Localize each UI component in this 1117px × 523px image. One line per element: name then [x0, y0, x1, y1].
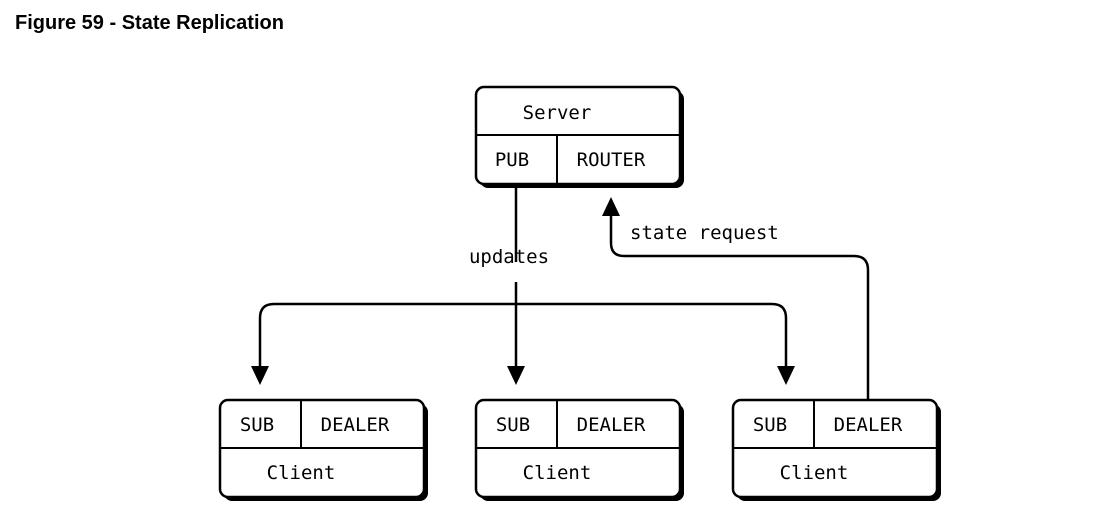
server-pub-socket: PUB — [495, 149, 529, 171]
client-box-3: SUB DEALER Client — [731, 398, 941, 501]
client-3-dealer-socket: DEALER — [834, 414, 903, 436]
client-2-sub-socket: SUB — [496, 414, 530, 436]
client-3-title: Client — [780, 462, 849, 484]
client-box-1: SUB DEALER Client — [218, 398, 428, 501]
server-router-socket: ROUTER — [577, 149, 646, 171]
client-2-dealer-socket: DEALER — [577, 414, 646, 436]
updates-label: updates — [469, 246, 549, 268]
state-request-label: state request — [630, 222, 779, 244]
state-request-line — [609, 214, 870, 400]
arrow-to-client-1 — [251, 366, 269, 385]
arrow-to-client-2 — [507, 366, 525, 385]
client-2-title: Client — [523, 462, 592, 484]
client-1-dealer-socket: DEALER — [321, 414, 390, 436]
server-box: Server PUB ROUTER — [474, 85, 684, 188]
client-1-sub-socket: SUB — [240, 414, 274, 436]
figure-title: Figure 59 - State Replication — [15, 12, 284, 34]
client-box-2: SUB DEALER Client — [474, 398, 684, 501]
server-title: Server — [523, 102, 592, 124]
client-3-sub-socket: SUB — [753, 414, 787, 436]
arrow-to-client-3 — [777, 366, 795, 385]
updates-fanout-line — [258, 302, 788, 368]
state-request-connector — [602, 197, 870, 400]
arrow-to-router — [602, 197, 620, 216]
client-1-title: Client — [267, 462, 336, 484]
updates-connector — [251, 184, 795, 385]
